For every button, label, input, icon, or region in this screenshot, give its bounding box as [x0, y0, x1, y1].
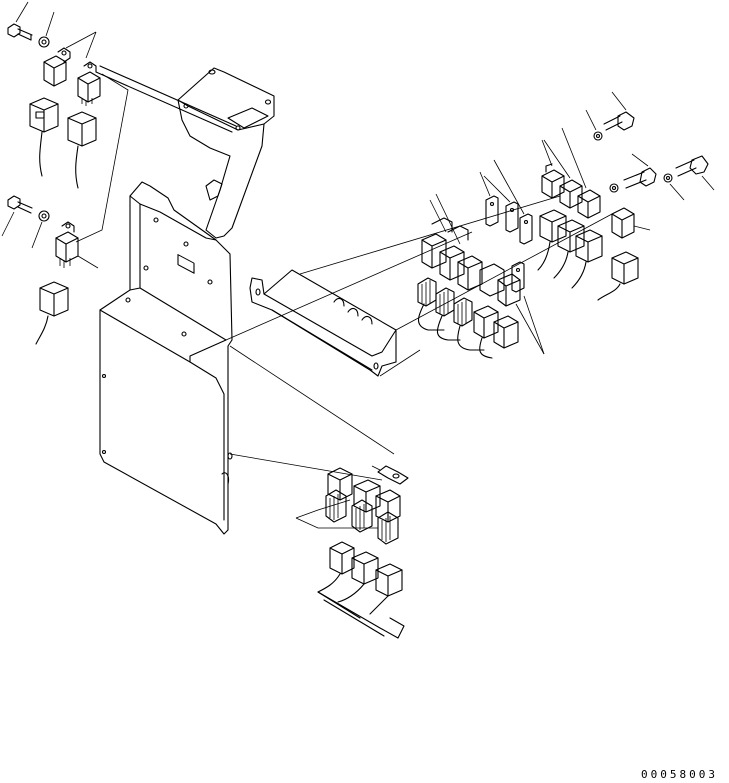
leader-line — [429, 199, 447, 233]
bolt-right-mid — [623, 153, 657, 189]
leader-line — [75, 73, 129, 243]
relay-socket-top-left-2 — [77, 61, 101, 106]
relay-cluster-bottom — [317, 541, 405, 639]
relay-right-far — [597, 251, 639, 301]
relay-socket-mid-left — [55, 221, 99, 269]
leader-line — [435, 193, 461, 245]
leader-line — [561, 127, 587, 189]
leader-line — [85, 31, 97, 59]
leader-line — [65, 31, 97, 49]
relay-socket-right-3 — [577, 189, 601, 219]
relay-mid-left — [35, 281, 69, 345]
mounting-plate — [99, 181, 233, 535]
relay-right-2 — [553, 219, 585, 279]
relay-socket-right-1 — [541, 163, 565, 199]
relay-top-left-1 — [29, 97, 59, 177]
small-bracket-2 — [483, 175, 519, 233]
relay-socket-top-left-1 — [43, 47, 71, 87]
leader-line — [379, 349, 421, 377]
relay-right-1 — [537, 209, 567, 271]
bolt-right-far — [675, 155, 715, 191]
relay-cluster-upper — [421, 217, 521, 307]
bolt-top-left — [7, 1, 33, 41]
relay-socket-right-2 — [559, 179, 583, 209]
relay-top-left-2 — [67, 111, 97, 189]
leader-line — [229, 453, 383, 481]
leader-line — [541, 139, 553, 167]
small-bracket-3 — [493, 159, 533, 245]
leader-line — [295, 517, 378, 529]
washer-right-far — [663, 173, 685, 201]
drawing-reference-number: 00058003 — [641, 768, 718, 781]
leader-line — [225, 231, 473, 341]
bolt-mid-left — [1, 195, 33, 237]
washer-right-mid — [609, 183, 619, 193]
harness-connector — [371, 465, 409, 485]
small-bracket-1 — [479, 171, 499, 227]
bolt-right-top — [603, 91, 635, 131]
washer-right-top — [585, 109, 603, 141]
leader-line — [295, 499, 351, 519]
small-bracket-4 — [511, 261, 525, 293]
leader-line — [299, 195, 561, 275]
washer-top-left — [38, 11, 55, 48]
leader-line — [543, 139, 571, 179]
relay-socket-right-far — [611, 207, 651, 239]
leader-line — [229, 345, 395, 455]
washer-mid-left — [31, 210, 50, 249]
relay-right-3 — [571, 229, 603, 289]
relay-sockets-lower-box — [417, 277, 545, 359]
relay-cluster-lower — [295, 467, 401, 545]
relay-box — [249, 269, 397, 377]
relay-bracket-upper — [95, 65, 275, 239]
